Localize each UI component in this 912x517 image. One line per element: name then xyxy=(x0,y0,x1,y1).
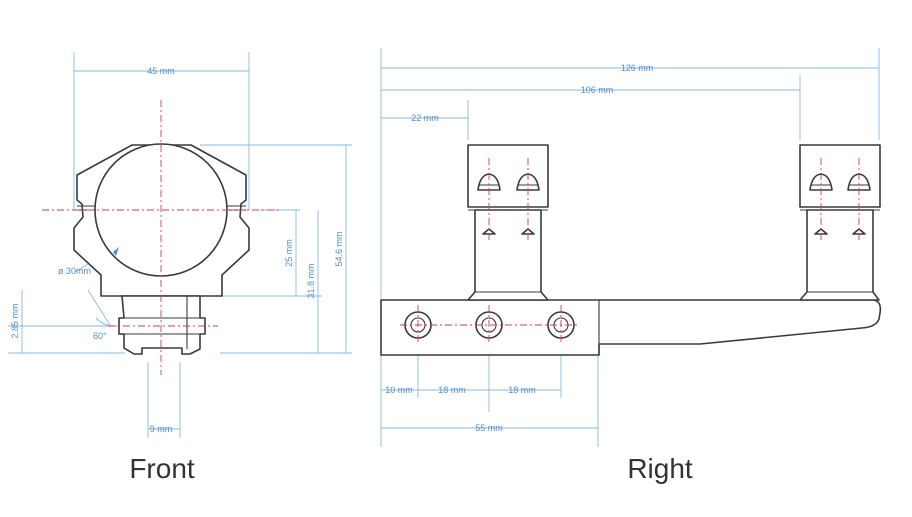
height-a-dim: 25 mm xyxy=(284,239,294,267)
ring-diameter-dim: ø 30mm xyxy=(58,266,91,276)
screw-offset-dim: 10 mm xyxy=(385,385,413,395)
angle-dim: 60° xyxy=(93,331,107,341)
height-c-dim: 54.6 mm xyxy=(334,231,344,266)
front-width-dim: 45 mm xyxy=(147,66,175,76)
overall-length-dim: 126 mm xyxy=(621,63,654,73)
base-offset-dim: 2.85 mm xyxy=(10,303,20,338)
right-ring-stand-right xyxy=(799,209,880,301)
right-ring-stand-left xyxy=(467,209,549,301)
rail-width-dim: 9 mm xyxy=(150,424,173,434)
ring-spacing-dim: 106 mm xyxy=(581,85,614,95)
front-offset-dim: 22 mm xyxy=(411,113,439,123)
front-view-title: Front xyxy=(129,453,195,484)
height-b-dim: 31.8 mm xyxy=(306,263,316,298)
cap-screw-icons xyxy=(477,173,871,235)
right-ring-cap-left xyxy=(467,144,549,208)
right-view: 126 mm 106 mm 22 mm 10 mm 18 mm 18 mm 55… xyxy=(380,48,882,484)
right-rail-body xyxy=(380,299,882,356)
right-view-title: Right xyxy=(627,453,693,484)
screw-pitch-1-dim: 18 mm xyxy=(438,385,466,395)
clamp-length-dim: 55 mm xyxy=(475,423,503,433)
right-ring-cap-right xyxy=(799,144,881,208)
front-base-clamp xyxy=(118,295,206,355)
screw-pitch-2-dim: 18 mm xyxy=(508,385,536,395)
front-view: 45 mm ø 30mm 60° 9 mm 25 mm 31.8 mm 54.6… xyxy=(8,52,352,484)
